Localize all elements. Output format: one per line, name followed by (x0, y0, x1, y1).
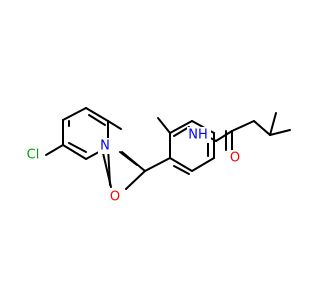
bond-4 (85, 107, 109, 122)
atom-label-nh-amide: NH (188, 128, 208, 143)
bond-0 (45, 144, 64, 156)
atom-n-oxazole: N (98, 138, 112, 154)
bond-16 (144, 157, 171, 172)
bond-26 (157, 117, 171, 134)
molecule-structure: Cl N O NH O (21, 107, 291, 205)
atom-o-carbonyl: O (228, 150, 242, 166)
bond-33 (269, 129, 291, 136)
bond-25 (173, 126, 190, 137)
bond-layer (45, 107, 291, 190)
bond-19 (173, 165, 190, 175)
bond-18 (169, 157, 193, 172)
atom-cl: Cl (21, 146, 45, 164)
bond-24 (169, 120, 193, 134)
bond-8 (62, 144, 87, 160)
atom-label-cl: Cl (27, 148, 40, 163)
bond-3 (62, 107, 87, 121)
atom-label-n-oxazole: N (100, 139, 110, 154)
atom-o-oxazole: O (108, 189, 122, 205)
bond-9 (68, 142, 87, 153)
bond-5 (88, 114, 106, 126)
bond-34 (269, 112, 277, 136)
bond-32 (253, 120, 271, 136)
atom-label-o-carbonyl: O (230, 151, 240, 166)
bond-14 (119, 151, 138, 166)
bond-10 (107, 120, 122, 130)
atom-label-o-oxazole: O (110, 190, 120, 205)
atom-nh-amide: NH (187, 127, 211, 143)
bond-31 (231, 120, 255, 132)
molecule-diagram: Cl N O NH O (21, 107, 291, 205)
bond-28 (215, 130, 233, 142)
bond-20 (191, 157, 215, 172)
bond-12 (125, 170, 146, 190)
